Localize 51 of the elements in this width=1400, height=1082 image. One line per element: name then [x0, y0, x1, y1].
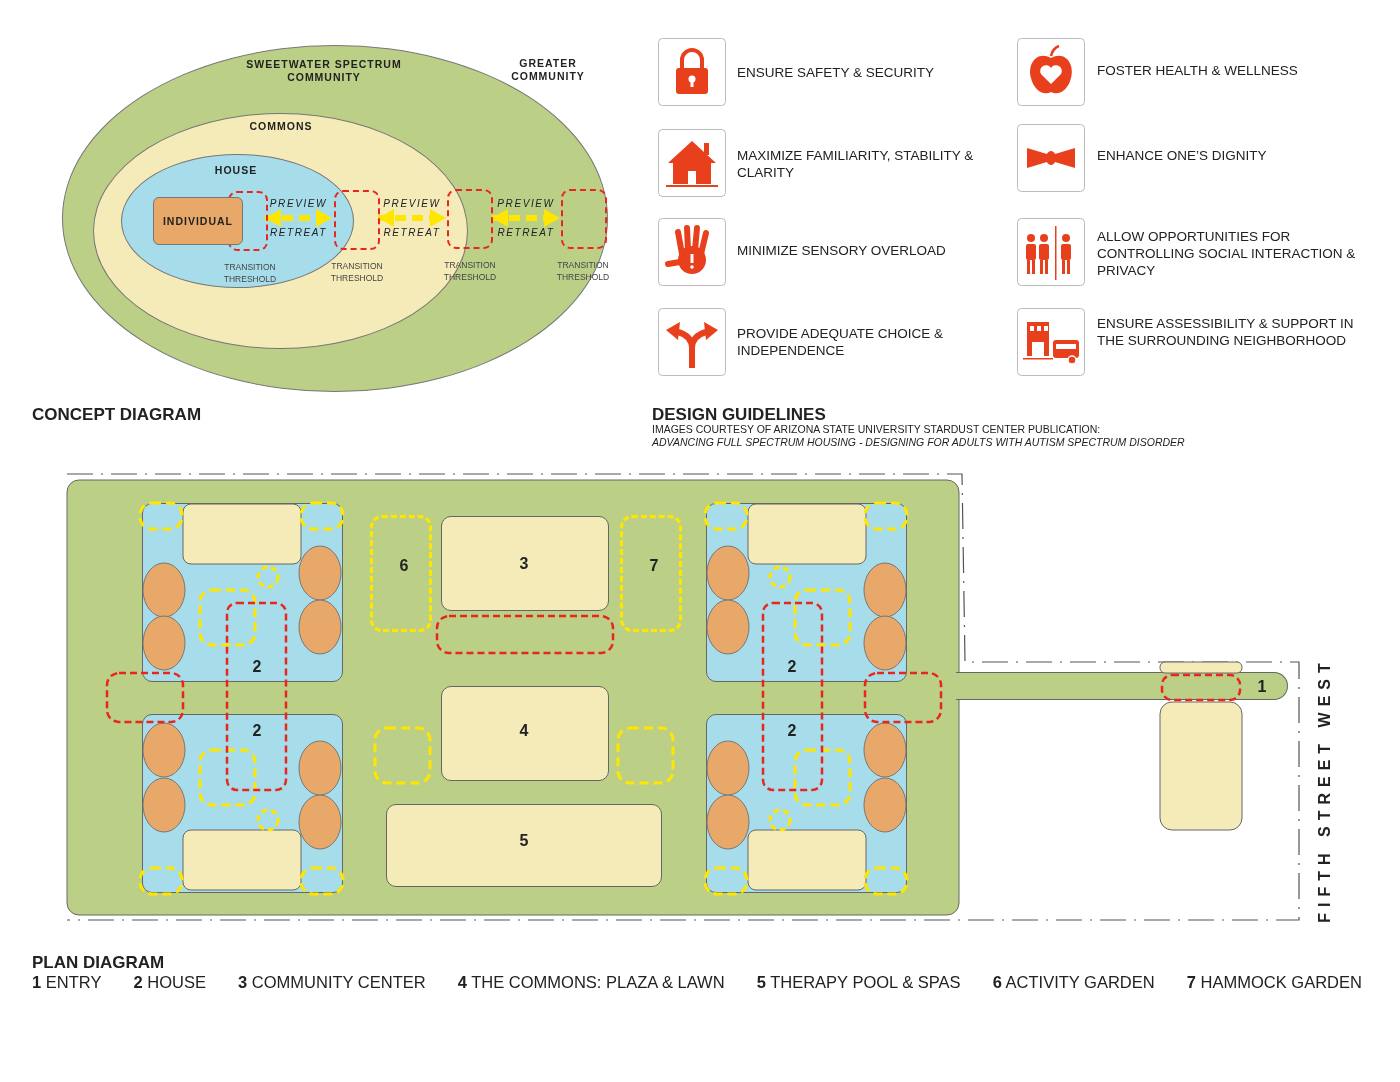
- edge-label: PREVIEW RETREAT: [383, 197, 441, 240]
- key-item: 1 ENTRY: [32, 973, 102, 992]
- hammock-garden-area: [620, 515, 682, 632]
- zone-label: GREATER COMMUNITY: [510, 57, 586, 83]
- key-item: 3 COMMUNITY CENTER: [238, 973, 426, 992]
- double-arrow: [492, 209, 560, 227]
- area-number: 2: [787, 658, 797, 676]
- guideline-text: FOSTER HEALTH & WELLNESS: [1097, 62, 1299, 79]
- double-arrow: [265, 209, 332, 227]
- commons-block: [441, 686, 609, 781]
- guideline-text: ENSURE SAFETY & SECURITY: [737, 64, 936, 81]
- publication-title: ADVANCING FULL SPECTRUM HOUSING - DESIGNING FOR ADULTS WITH AUTISM SPECTRUM DISORDER: [652, 436, 1186, 449]
- area-number: 4: [519, 722, 529, 740]
- guideline-text: ENHANCE ONE’S DIGNITY: [1097, 147, 1268, 164]
- area-number: 2: [787, 722, 797, 740]
- double-arrow: [378, 209, 446, 227]
- guideline-text: PROVIDE ADEQUATE CHOICE & INDEPENDENCE: [737, 325, 945, 359]
- zone-label: HOUSE: [214, 164, 258, 176]
- threshold-label: TRANSITION THRESHOLD: [222, 261, 278, 285]
- section-heading: CONCEPT DIAGRAM: [32, 404, 203, 425]
- zone-label: COMMONS: [249, 120, 313, 132]
- area-number: 2: [252, 658, 262, 676]
- key-item: 5 THERAPY POOL & SPAS: [756, 973, 961, 992]
- area-number: 7: [649, 557, 659, 575]
- area-number: 3: [519, 555, 529, 573]
- guideline-text: MINIMIZE SENSORY OVERLOAD: [737, 242, 947, 259]
- pool-block: [386, 804, 662, 887]
- credit-text: IMAGES COURTESY OF ARIZONA STATE UNIVERSITY STARDUST CENTER PUBLICATION:: [652, 423, 1102, 436]
- guideline-text: ENSURE ASSESSIBILITY & SUPPORT IN THE SURROUNDING NEIGHBORHOOD: [1097, 315, 1355, 349]
- entry-path: [956, 672, 1288, 700]
- street-name: FIFTH STREET WEST: [1315, 657, 1334, 923]
- section-heading: PLAN DIAGRAM: [32, 952, 166, 973]
- guideline-text: MAXIMIZE FAMILIARITY, STABILITY & CLARITY: [737, 147, 975, 181]
- activity-garden-area: [370, 515, 432, 632]
- individual-box: INDIVIDUAL: [153, 197, 243, 245]
- key-item: 2 HOUSE: [133, 973, 206, 992]
- area-number: 5: [519, 832, 529, 850]
- key-item: 6 ACTIVITY GARDEN: [992, 973, 1155, 992]
- community-center-block: [441, 516, 609, 611]
- threshold-label: TRANSITION THRESHOLD: [442, 259, 498, 283]
- edge-label: PREVIEW RETREAT: [497, 197, 555, 240]
- area-number: 1: [1257, 678, 1267, 696]
- area-number: 2: [252, 722, 262, 740]
- threshold-label: TRANSITION THRESHOLD: [329, 260, 385, 284]
- zone-label: SWEETWATER SPECTRUM COMMUNITY: [245, 58, 403, 84]
- guideline-text: ALLOW OPPORTUNITIES FOR CONTROLLING SOCIAL INTERACTION & PRIVACY: [1097, 228, 1357, 279]
- key-item: 4 THE COMMONS: PLAZA & LAWN: [457, 973, 725, 992]
- section-heading: DESIGN GUIDELINES: [652, 404, 827, 425]
- area-number: 6: [399, 557, 409, 575]
- key-item: 7 HAMMOCK GARDEN: [1186, 973, 1362, 992]
- edge-label: PREVIEW RETREAT: [269, 197, 328, 240]
